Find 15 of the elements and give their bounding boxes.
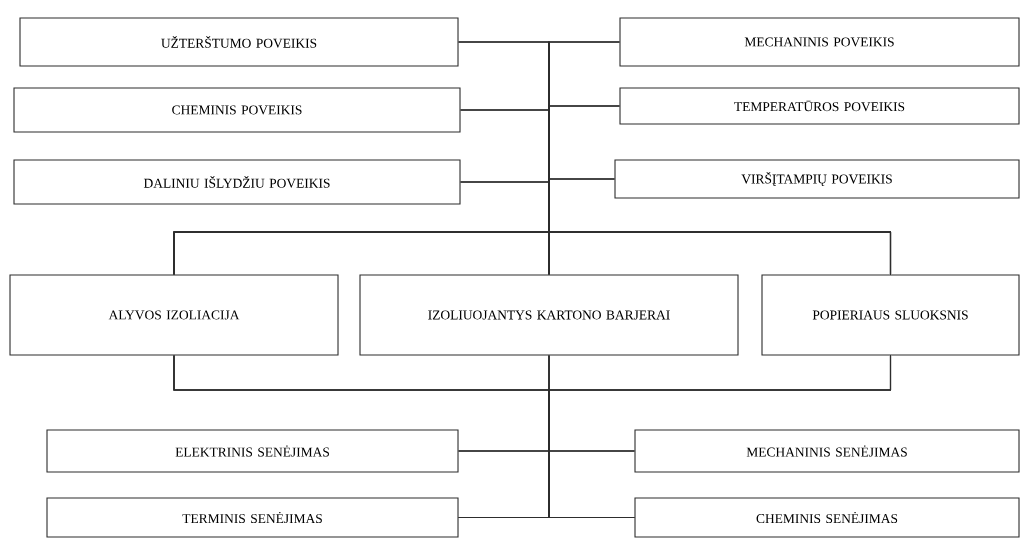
text-box: TEMPERATŪROS POVEIKIS xyxy=(619,87,1020,125)
text-box: CHEMINIS POVEIKIS xyxy=(13,87,461,133)
text-box: UŽTERŠTUMO POVEIKIS xyxy=(19,17,459,67)
text-box: CHEMINIS SENĖJIMAS xyxy=(634,497,1020,538)
connector-line xyxy=(548,355,892,519)
text-box: ALYVOS IZOLIACIJA xyxy=(9,274,339,356)
text-box: VIRŠĮTAMPIŲ POVEIKIS xyxy=(614,159,1020,199)
text-box: POPIERIAUS SLUOKSNIS xyxy=(761,274,1020,356)
text-box: MECHANINIS POVEIKIS xyxy=(619,17,1020,67)
text-box: MECHANINIS SENĖJIMAS xyxy=(634,429,1020,473)
text-box: DALINIU IŠLYDŽIU POVEIKIS xyxy=(13,159,461,205)
text-box: TERMINIS SENĖJIMAS xyxy=(46,497,459,538)
text-box: ELEKTRINIS SENĖJIMAS xyxy=(46,429,459,473)
text-box: IZOLIUOJANTYS KARTONO BARJERAI xyxy=(359,274,739,356)
connector-line xyxy=(548,178,892,275)
